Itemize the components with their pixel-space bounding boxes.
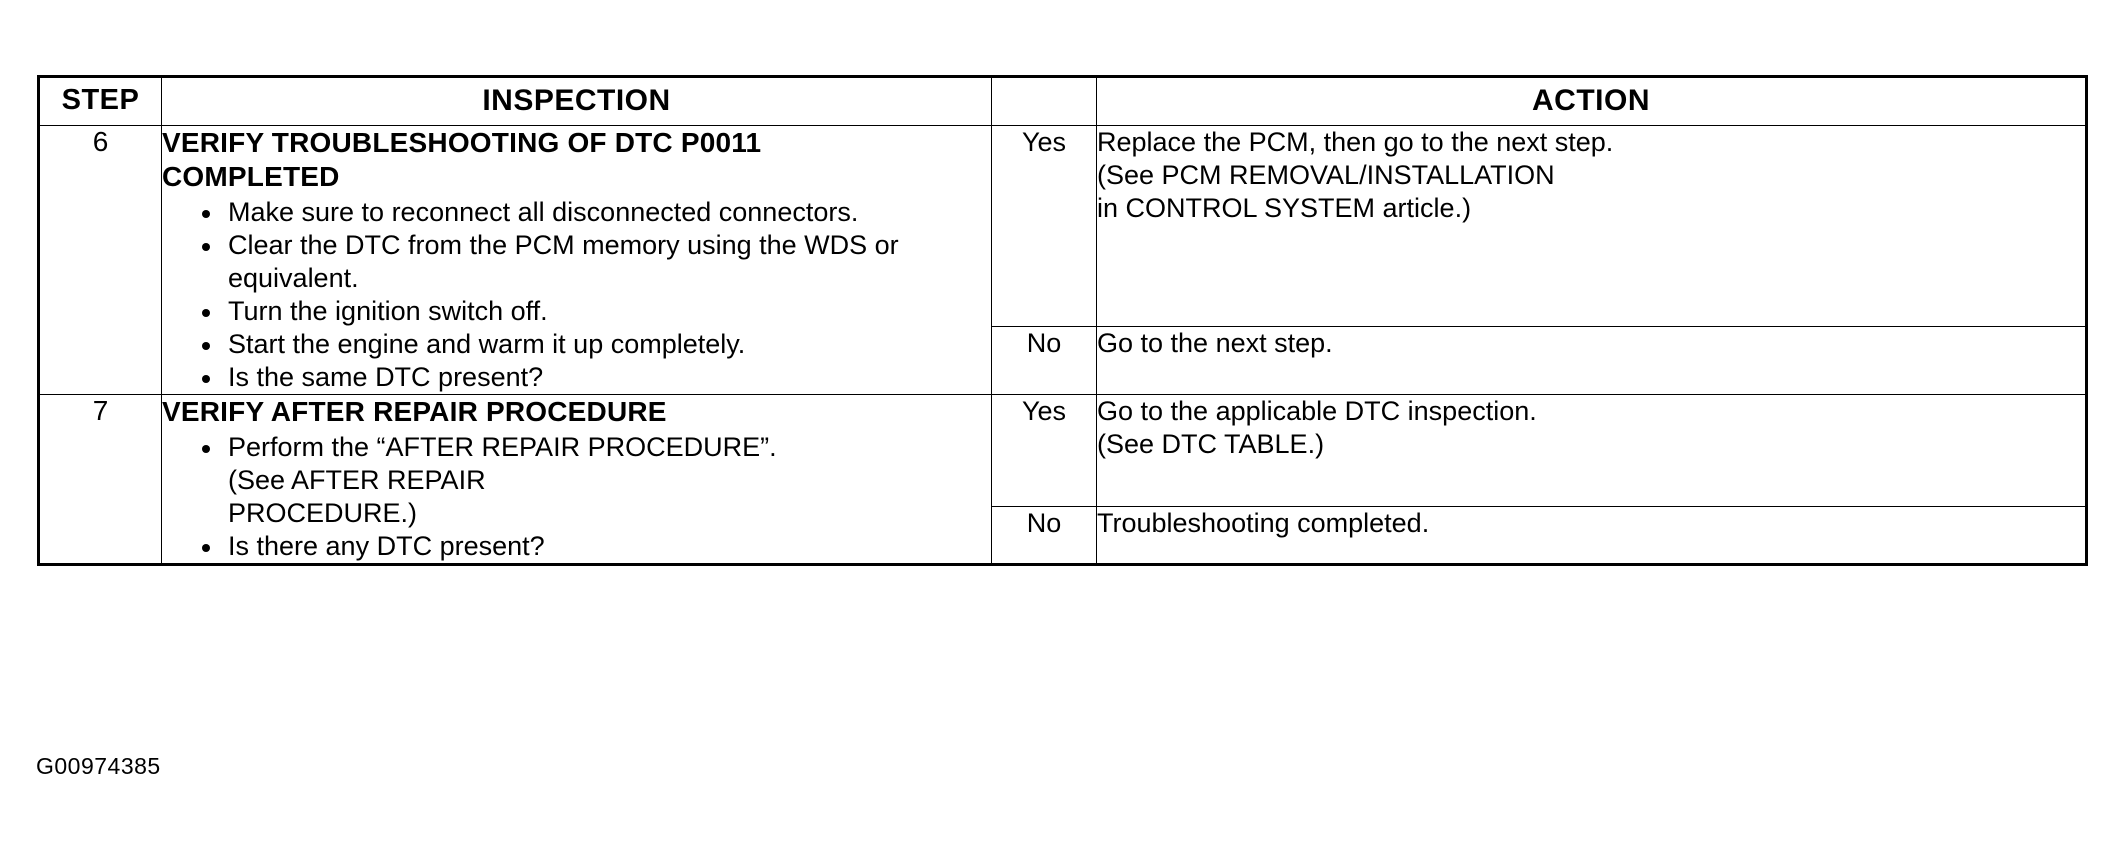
inspection-bullet-list-step-7: Perform the “AFTER REPAIR PROCEDURE”. (S… xyxy=(162,431,991,563)
list-item-continuation: PROCEDURE.) xyxy=(228,498,418,528)
action-cell-step-7-no: Troubleshooting completed. xyxy=(1096,505,2087,566)
column-header-step: STEP xyxy=(38,76,162,126)
action-line: (See PCM REMOVAL/INSTALLATION xyxy=(1097,160,1555,190)
judgement-no-step-7: No xyxy=(991,505,1097,566)
table-row: No Go to the next step. xyxy=(39,325,2087,396)
action-line: Troubleshooting completed. xyxy=(1097,507,1430,538)
inspection-cell-step-7: VERIFY AFTER REPAIR PROCEDURE Perform th… xyxy=(161,394,992,565)
list-item: Make sure to reconnect all disconnected … xyxy=(200,196,991,229)
list-item: Is the same DTC present? xyxy=(200,361,991,394)
action-cell-step-7-yes: Go to the applicable DTC inspection. (Se… xyxy=(1096,394,2087,507)
judgement-no-step-6: No xyxy=(991,325,1097,396)
step-number-7: 7 xyxy=(38,394,162,565)
action-line: in CONTROL SYSTEM article.) xyxy=(1097,193,1472,223)
action-cell-step-6-yes: Replace the PCM, then go to the next ste… xyxy=(1096,125,2087,327)
table-header-row: STEP INSPECTION ACTION xyxy=(38,76,2087,126)
action-cell-step-6-no: Go to the next step. xyxy=(1096,325,2087,396)
column-header-action: ACTION xyxy=(1096,76,2087,126)
list-item: Turn the ignition switch off. xyxy=(200,295,991,328)
table-row: 7 VERIFY AFTER REPAIR PROCEDURE Perform … xyxy=(38,394,2087,565)
inspection-title-step-7: VERIFY AFTER REPAIR PROCEDURE xyxy=(162,395,991,429)
inspection-title-line-1: VERIFY TROUBLESHOOTING OF DTC P0011 xyxy=(162,127,762,158)
action-line: (See DTC TABLE.) xyxy=(1097,429,1325,459)
action-line: Replace the PCM, then go to the next ste… xyxy=(1097,127,1614,157)
inspection-title-line-2: COMPLETED xyxy=(162,161,340,192)
inspection-bullet-list-step-6: Make sure to reconnect all disconnected … xyxy=(162,196,991,394)
list-item-continuation: (See AFTER REPAIR xyxy=(228,465,486,495)
dtc-troubleshooting-table: STEP INSPECTION ACTION 6 VERIFY TROUBLES… xyxy=(37,75,2088,566)
figure-id-caption: G00974385 xyxy=(36,753,161,779)
inspection-title-step-6: VERIFY TROUBLESHOOTING OF DTC P0011 COMP… xyxy=(162,126,991,194)
list-item: Perform the “AFTER REPAIR PROCEDURE”. (S… xyxy=(200,431,991,530)
table-row: 6 VERIFY TROUBLESHOOTING OF DTC P0011 CO… xyxy=(38,125,2087,395)
list-item: Start the engine and warm it up complete… xyxy=(200,328,991,361)
list-item-label: Perform the “AFTER REPAIR PROCEDURE”. xyxy=(228,432,777,462)
judgement-yes-step-7: Yes xyxy=(991,394,1097,507)
inspection-title-line-1: VERIFY AFTER REPAIR PROCEDURE xyxy=(162,396,667,427)
action-line: Go to the next step. xyxy=(1097,327,1333,358)
column-header-inspection: INSPECTION xyxy=(161,76,992,126)
list-item: Is there any DTC present? xyxy=(200,530,991,563)
action-line: Go to the applicable DTC inspection. xyxy=(1097,396,1537,426)
column-header-judgement-blank xyxy=(991,76,1097,126)
step-number-6: 6 xyxy=(38,125,162,395)
table-row: No Troubleshooting completed. xyxy=(39,505,2087,566)
list-item: Clear the DTC from the PCM memory using … xyxy=(200,229,991,295)
inspection-cell-step-6: VERIFY TROUBLESHOOTING OF DTC P0011 COMP… xyxy=(161,125,992,395)
judgement-yes-step-6: Yes xyxy=(991,125,1097,327)
